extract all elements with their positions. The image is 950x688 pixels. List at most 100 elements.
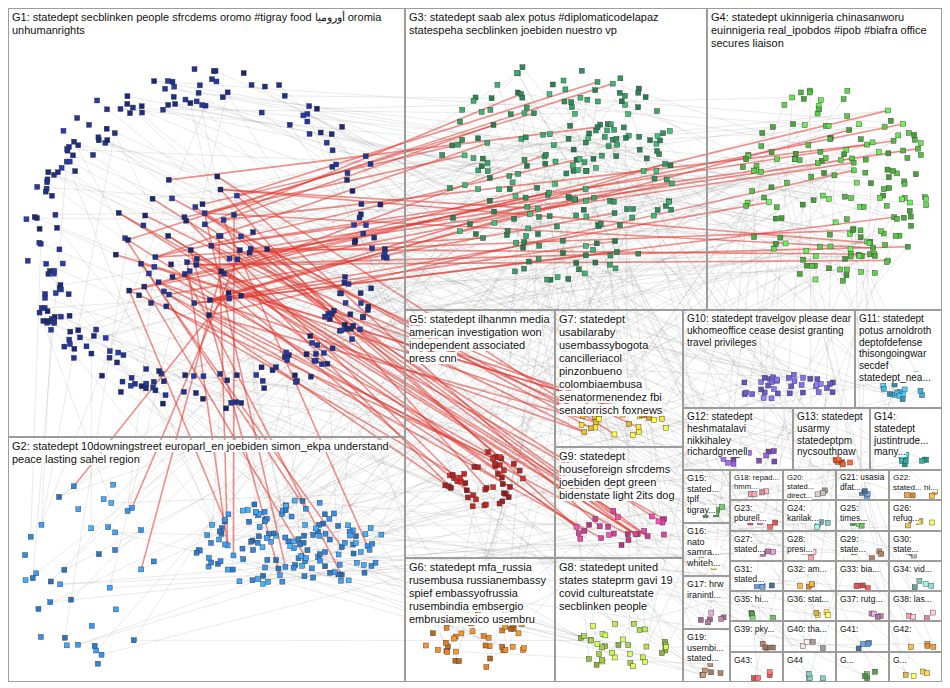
vertex-icon	[845, 114, 850, 119]
grey-edge-line	[146, 388, 228, 545]
vertex-icon	[263, 565, 268, 570]
vertex-icon	[343, 274, 348, 279]
vertex-icon	[153, 255, 158, 260]
vertex-icon	[67, 159, 72, 164]
group-label: G40: tha...	[787, 624, 827, 634]
vertex-icon	[546, 190, 551, 195]
vertex-icon	[152, 79, 157, 84]
vertex-icon	[865, 142, 870, 147]
vertex-icon	[150, 196, 155, 201]
vertex-icon	[166, 292, 171, 297]
vertex-icon	[545, 277, 550, 282]
grey-edge-line	[205, 110, 888, 213]
vertex-marks	[23, 65, 938, 681]
vertex-icon	[827, 266, 832, 271]
vertex-icon	[194, 262, 199, 267]
vertex-icon	[69, 597, 74, 602]
vertex-icon	[868, 240, 873, 245]
vertex-icon	[329, 132, 334, 137]
group-label: G8: statedept united states stateprm gav…	[559, 561, 673, 612]
group-panel: G33: bia...	[836, 561, 889, 591]
vertex-icon	[593, 260, 598, 265]
vertex-icon	[800, 390, 805, 395]
vertex-icon	[611, 531, 616, 536]
vertex-icon	[130, 105, 135, 110]
vertex-icon	[444, 625, 449, 630]
vertex-icon	[44, 319, 49, 324]
vertex-icon	[817, 107, 822, 112]
vertex-icon	[614, 154, 619, 159]
vertex-icon	[458, 475, 463, 480]
vertex-icon	[912, 132, 917, 137]
vertex-icon	[895, 216, 900, 221]
vertex-icon	[193, 205, 198, 210]
vertex-icon	[44, 261, 49, 266]
vertex-icon	[762, 375, 767, 380]
vertex-icon	[636, 90, 641, 95]
vertex-icon	[666, 200, 671, 205]
red-edge-line	[237, 82, 598, 196]
vertex-icon	[481, 236, 486, 241]
vertex-icon	[611, 199, 616, 204]
vertex-icon	[553, 159, 558, 164]
vertex-icon	[443, 640, 448, 645]
vertex-icon	[296, 537, 301, 542]
vertex-icon	[120, 379, 125, 384]
vertex-icon	[48, 600, 53, 605]
vertex-icon	[798, 583, 803, 588]
vertex-icon	[621, 125, 626, 130]
vertex-icon	[587, 522, 592, 527]
vertex-icon	[55, 225, 60, 230]
vertex-icon	[370, 541, 375, 546]
vertex-icon	[809, 263, 814, 268]
vertex-icon	[280, 579, 285, 584]
vertex-icon	[508, 484, 513, 489]
vertex-icon	[645, 534, 650, 539]
vertex-icon	[146, 271, 151, 276]
red-edge-line	[210, 164, 665, 300]
vertex-icon	[192, 67, 197, 72]
vertex-icon	[769, 396, 774, 401]
group-panel: G3: statedept saab alex potus #diplomati…	[405, 8, 707, 310]
vertex-icon	[775, 157, 780, 162]
vertex-icon	[769, 583, 774, 588]
vertex-icon	[659, 651, 664, 656]
vertex-icon	[241, 71, 246, 76]
vertex-icon	[608, 253, 613, 258]
vertex-icon	[913, 172, 918, 177]
vertex-icon	[94, 327, 99, 332]
vertex-icon	[307, 131, 312, 136]
vertex-icon	[598, 221, 603, 226]
group-panel: G44	[783, 652, 836, 682]
grey-edge-line	[295, 501, 854, 553]
grey-edge-line	[64, 133, 908, 570]
vertex-icon	[52, 320, 57, 325]
vertex-icon	[293, 380, 298, 385]
vertex-icon	[476, 136, 481, 141]
vertex-icon	[607, 533, 612, 538]
vertex-icon	[485, 160, 490, 165]
vertex-icon	[801, 96, 806, 101]
vertex-icon	[659, 416, 664, 421]
red-edge-line	[202, 145, 458, 204]
red-edge-line	[119, 213, 636, 534]
vertex-icon	[581, 634, 586, 639]
grey-edge-line	[115, 532, 703, 675]
group-panel: G30: state...	[889, 531, 942, 561]
vertex-icon	[512, 269, 517, 274]
vertex-icon	[844, 273, 849, 278]
vertex-icon	[503, 624, 508, 629]
vertex-icon	[497, 187, 502, 192]
vertex-icon	[183, 97, 188, 102]
vertex-icon	[507, 173, 512, 178]
vertex-icon	[578, 536, 583, 541]
vertex-icon	[70, 153, 75, 158]
vertex-icon	[856, 646, 861, 651]
vertex-icon	[144, 367, 149, 372]
vertex-icon	[492, 209, 497, 214]
vertex-icon	[845, 88, 850, 93]
group-label: G...	[893, 655, 907, 665]
vertex-icon	[562, 99, 567, 104]
vertex-icon	[512, 216, 517, 221]
vertex-icon	[313, 526, 318, 531]
